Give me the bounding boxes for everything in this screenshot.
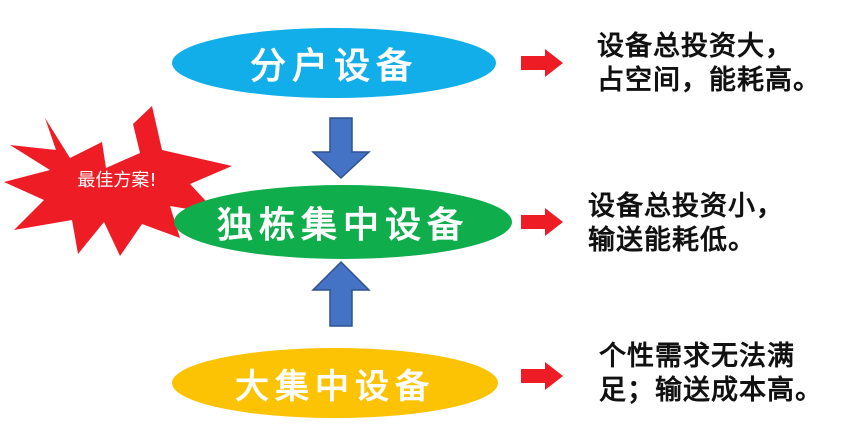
- best-solution-label: 最佳方案!: [77, 170, 157, 191]
- note-line: 足；输送成本高。: [599, 375, 823, 406]
- node-label: 分户设备: [249, 45, 418, 87]
- node-large-central-equipment: 大集中设备: [172, 348, 498, 418]
- node-label: 独栋集中设备: [216, 204, 469, 246]
- note-line: 输送能耗低。: [588, 225, 756, 256]
- starburst-shape: [4, 106, 232, 256]
- pointer-arrow-3: [521, 362, 563, 390]
- pointer-arrow-2: [521, 208, 563, 236]
- down-arrow: [311, 117, 371, 180]
- node-household-equipment: 分户设备: [172, 28, 496, 98]
- note-line: 设备总投资大，: [597, 31, 793, 62]
- note-line: 个性需求无法满: [599, 341, 795, 372]
- up-arrow: [311, 260, 371, 327]
- note-line: 占空间，能耗高。: [597, 65, 821, 96]
- note-large-central: 个性需求无法满 足；输送成本高。: [599, 340, 823, 408]
- note-line: 设备总投资小，: [588, 191, 784, 222]
- note-household: 设备总投资大， 占空间，能耗高。: [597, 30, 821, 98]
- note-building-central: 设备总投资小， 输送能耗低。: [588, 190, 784, 258]
- node-label: 大集中设备: [235, 366, 435, 407]
- pointer-arrow-1: [521, 49, 563, 77]
- node-building-central-equipment: 独栋集中设备: [174, 185, 512, 259]
